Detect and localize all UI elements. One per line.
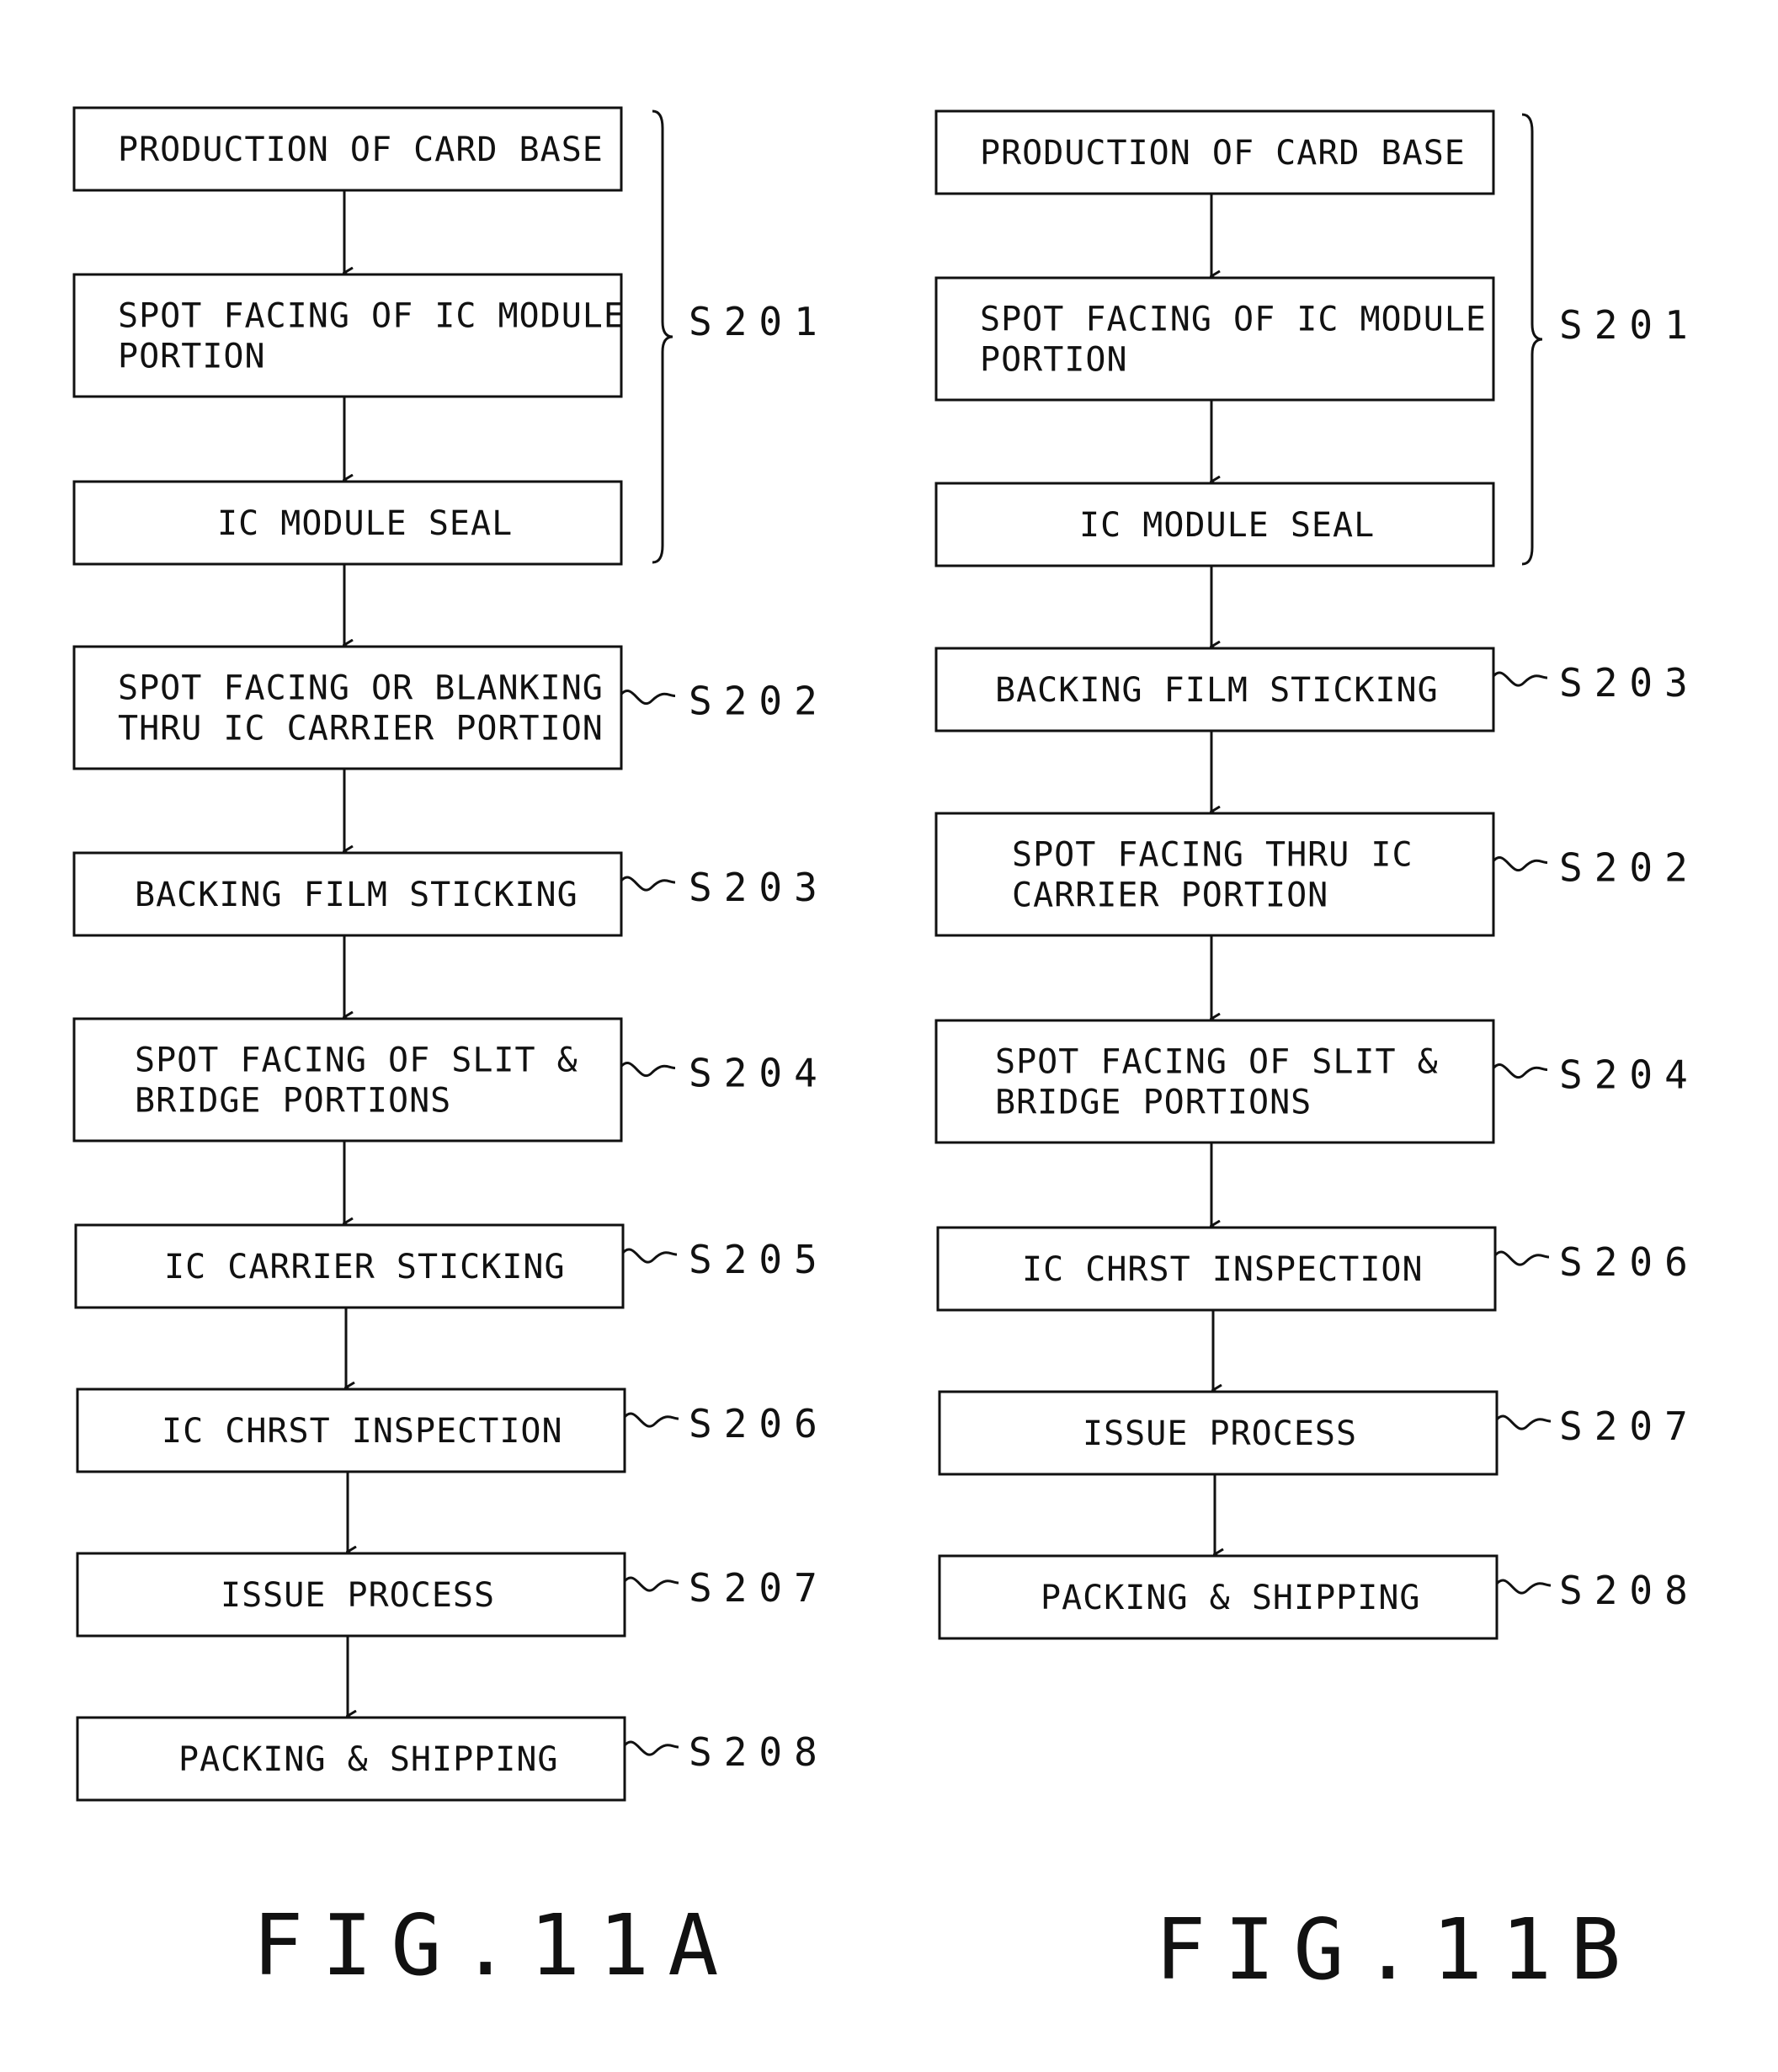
step-label: S206 bbox=[1559, 1239, 1700, 1285]
step-leader-squiggle bbox=[621, 1063, 675, 1075]
step-label: S203 bbox=[689, 865, 829, 910]
step-label: S207 bbox=[689, 1565, 829, 1611]
process-box: SPOT FACING OF SLIT &BRIDGE PORTIONS bbox=[74, 1019, 621, 1141]
process-box-frame bbox=[936, 1020, 1493, 1143]
process-box: IC MODULE SEAL bbox=[936, 483, 1493, 566]
group-step-label: S201 bbox=[1559, 302, 1700, 348]
process-box-label: IC CARRIER STICKING bbox=[164, 1248, 566, 1286]
step-label: S207 bbox=[1559, 1404, 1700, 1449]
process-box: IC MODULE SEAL bbox=[74, 482, 621, 564]
process-box: BACKING FILM STICKING bbox=[936, 648, 1493, 731]
process-box-label: IC MODULE SEAL bbox=[1079, 506, 1375, 545]
step-leader-squiggle bbox=[1493, 1064, 1547, 1077]
step-leader-squiggle bbox=[625, 1578, 679, 1590]
step-leader-squiggle bbox=[625, 1414, 679, 1426]
process-box-label: SPOT FACING OF IC MODULE bbox=[118, 297, 625, 336]
process-box-label: SPOT FACING THRU IC bbox=[1012, 836, 1413, 875]
flowchart-fig-11b: PRODUCTION OF CARD BASE SPOT FACING OF IC… bbox=[936, 111, 1700, 1999]
process-box-label: ISSUE PROCESS bbox=[1083, 1414, 1357, 1453]
process-box-frame bbox=[936, 278, 1493, 400]
process-box-label: IC MODULE SEAL bbox=[217, 504, 513, 543]
figure-caption: FIG.11A bbox=[253, 1896, 737, 1995]
step-leader-squiggle bbox=[623, 1249, 677, 1262]
process-box: PRODUCTION OF CARD BASE bbox=[936, 111, 1493, 194]
process-box-label: THRU IC CARRIER PORTION bbox=[118, 710, 604, 748]
step-label: S202 bbox=[1559, 845, 1700, 891]
process-box: PRODUCTION OF CARD BASE bbox=[74, 108, 621, 190]
process-box: SPOT FACING OF IC MODULEPORTION bbox=[936, 278, 1493, 400]
step-leader-squiggle bbox=[1497, 1580, 1551, 1593]
step-leader-squiggle bbox=[1493, 857, 1547, 870]
process-box-frame bbox=[74, 1019, 621, 1141]
process-box-label: SPOT FACING OR BLANKING bbox=[118, 669, 604, 708]
process-box-label: CARRIER PORTION bbox=[1012, 876, 1328, 915]
process-box-label: PORTION bbox=[980, 341, 1128, 380]
process-box: IC CHRST INSPECTION bbox=[938, 1228, 1495, 1310]
process-box: SPOT FACING THRU ICCARRIER PORTION bbox=[936, 813, 1493, 935]
process-box-label: BACKING FILM STICKING bbox=[135, 876, 578, 914]
process-box: SPOT FACING OF IC MODULEPORTION bbox=[74, 274, 625, 397]
step-label: S206 bbox=[689, 1401, 829, 1446]
process-box-label: SPOT FACING OF IC MODULE bbox=[980, 301, 1487, 339]
process-box: ISSUE PROCESS bbox=[940, 1392, 1497, 1474]
process-box-label: PRODUCTION OF CARD BASE bbox=[118, 130, 604, 169]
process-box: SPOT FACING OF SLIT &BRIDGE PORTIONS bbox=[936, 1020, 1493, 1143]
process-box-label: IC CHRST INSPECTION bbox=[1022, 1250, 1424, 1289]
step-label: S208 bbox=[689, 1729, 829, 1775]
step-leader-squiggle bbox=[625, 1742, 679, 1755]
process-box-label: PACKING & SHIPPING bbox=[1041, 1579, 1420, 1617]
step-label: S204 bbox=[1559, 1052, 1700, 1098]
step-label: S208 bbox=[1559, 1568, 1700, 1613]
step-leader-squiggle bbox=[1497, 1416, 1551, 1429]
step-label: S203 bbox=[1559, 660, 1700, 706]
process-box-label: SPOT FACING OF SLIT & bbox=[995, 1043, 1439, 1082]
process-box-label: BRIDGE PORTIONS bbox=[995, 1084, 1312, 1122]
step-leader-squiggle bbox=[621, 877, 675, 890]
process-box: PACKING & SHIPPING bbox=[77, 1718, 625, 1800]
step-label: S204 bbox=[689, 1051, 829, 1096]
step-label: S205 bbox=[689, 1237, 829, 1282]
step-leader-squiggle bbox=[621, 690, 675, 703]
group-brace bbox=[652, 111, 673, 562]
process-box-label: SPOT FACING OF SLIT & bbox=[135, 1041, 578, 1080]
process-box-frame bbox=[74, 274, 621, 397]
process-box: PACKING & SHIPPING bbox=[940, 1556, 1497, 1638]
process-box: IC CARRIER STICKING bbox=[76, 1225, 623, 1308]
process-box-frame bbox=[936, 813, 1493, 935]
process-box-label: BRIDGE PORTIONS bbox=[135, 1082, 451, 1121]
process-box: IC CHRST INSPECTION bbox=[77, 1389, 625, 1472]
process-box: SPOT FACING OR BLANKINGTHRU IC CARRIER P… bbox=[74, 647, 621, 769]
process-box-label: PRODUCTION OF CARD BASE bbox=[980, 134, 1466, 173]
process-box-frame bbox=[74, 647, 621, 769]
step-leader-squiggle bbox=[1493, 673, 1547, 685]
process-box: BACKING FILM STICKING bbox=[74, 853, 621, 935]
group-brace bbox=[1522, 115, 1542, 564]
flowchart-fig-11a: PRODUCTION OF CARD BASE SPOT FACING OF IC… bbox=[74, 108, 829, 1995]
process-box-label: ISSUE PROCESS bbox=[221, 1576, 495, 1615]
group-step-label: S201 bbox=[689, 299, 829, 344]
step-leader-squiggle bbox=[1495, 1252, 1549, 1265]
process-box-label: IC CHRST INSPECTION bbox=[162, 1412, 563, 1451]
process-box: ISSUE PROCESS bbox=[77, 1553, 625, 1636]
process-box-label: PACKING & SHIPPING bbox=[178, 1740, 558, 1779]
step-label: S202 bbox=[689, 679, 829, 724]
process-box-label: PORTION bbox=[118, 338, 266, 376]
process-box-label: BACKING FILM STICKING bbox=[995, 671, 1439, 710]
figure-caption: FIG.11B bbox=[1155, 1900, 1639, 1999]
